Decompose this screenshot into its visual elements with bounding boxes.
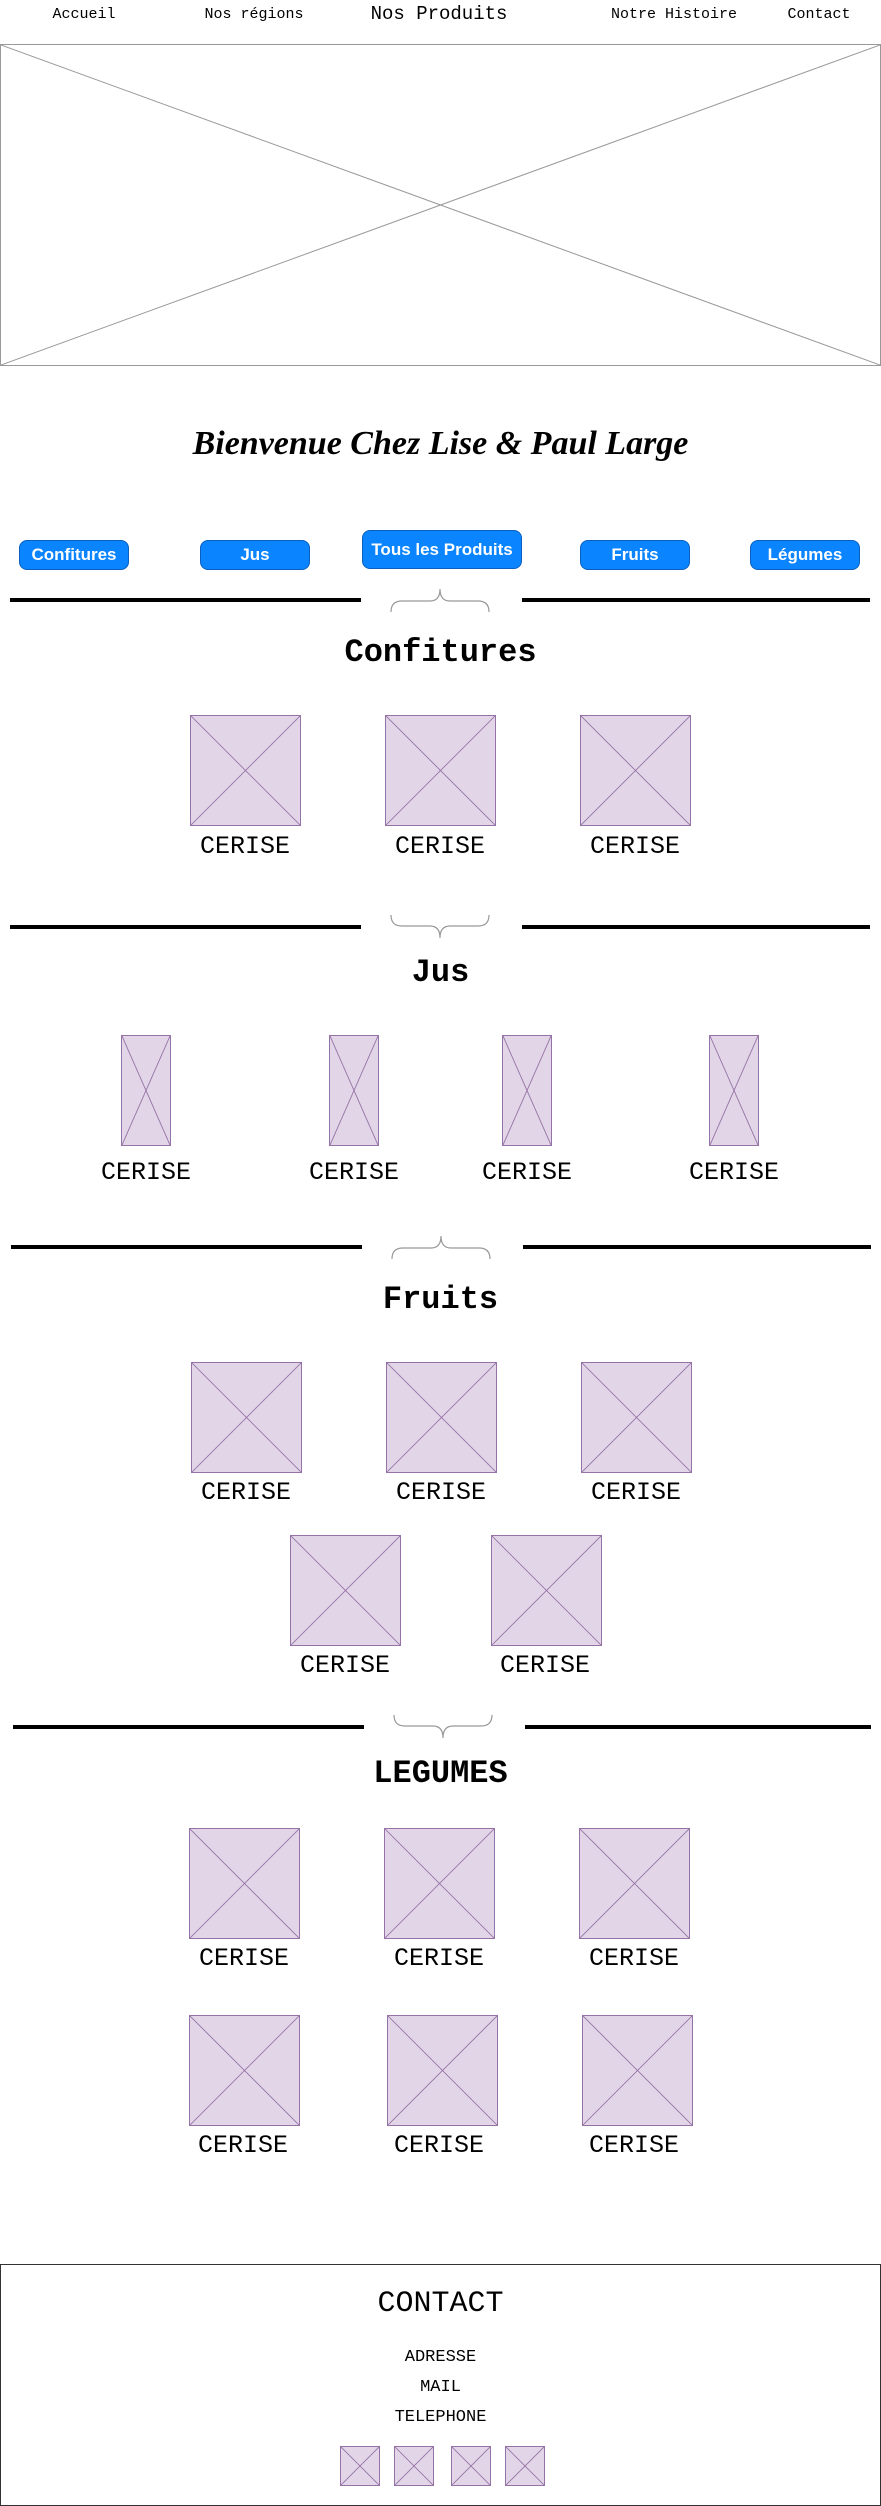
brace-icon <box>390 588 490 613</box>
product-caption: CERISE <box>588 2131 680 2160</box>
product-image-placeholder[interactable] <box>189 1828 300 1939</box>
product-caption: CERISE <box>299 1651 391 1680</box>
product-image-placeholder[interactable] <box>191 1362 302 1473</box>
placeholder-cross-icon <box>1 45 880 365</box>
welcome-heading: Bienvenue Chez Lise & Paul Large <box>192 425 689 462</box>
placeholder-cross-icon <box>503 1036 551 1145</box>
product-caption: CERISE <box>688 1158 780 1187</box>
brace-icon <box>393 1714 493 1739</box>
placeholder-cross-icon <box>386 716 495 825</box>
filter-all-products-button[interactable]: Tous les Produits <box>362 530 522 569</box>
placeholder-cross-icon <box>387 1363 496 1472</box>
placeholder-cross-icon <box>190 1829 299 1938</box>
product-caption: CERISE <box>100 1158 192 1187</box>
filter-fruits-button[interactable]: Fruits <box>580 540 690 570</box>
product-image-placeholder[interactable] <box>582 2015 693 2126</box>
contact-telephone[interactable]: TELEPHONE <box>394 2408 487 2427</box>
placeholder-cross-icon <box>452 2447 490 2485</box>
product-image-placeholder[interactable] <box>502 1035 552 1146</box>
section-divider-line <box>523 1245 871 1249</box>
placeholder-cross-icon <box>506 2447 544 2485</box>
section-title-confitures: Confitures <box>344 634 537 671</box>
section-divider-line <box>10 925 361 929</box>
product-caption: CERISE <box>199 832 291 861</box>
nav-contact[interactable]: Contact <box>787 6 851 23</box>
placeholder-cross-icon <box>190 2016 299 2125</box>
product-image-placeholder[interactable] <box>709 1035 759 1146</box>
contact-address: ADRESSE <box>404 2348 477 2367</box>
section-divider-line <box>13 1725 364 1729</box>
placeholder-cross-icon <box>582 1363 691 1472</box>
filter-legumes-button[interactable]: Légumes <box>750 540 860 570</box>
product-image-placeholder[interactable] <box>384 1828 495 1939</box>
product-image-placeholder[interactable] <box>385 715 496 826</box>
filter-confitures-button[interactable]: Confitures <box>19 540 129 570</box>
product-caption: CERISE <box>200 1478 292 1507</box>
product-caption: CERISE <box>393 2131 485 2160</box>
section-divider-line <box>525 1725 871 1729</box>
product-caption: CERISE <box>198 1944 290 1973</box>
product-caption: CERISE <box>499 1651 591 1680</box>
nav-nos-produits[interactable]: Nos Produits <box>370 3 508 25</box>
placeholder-cross-icon <box>492 1536 601 1645</box>
product-image-placeholder[interactable] <box>581 1362 692 1473</box>
section-divider-line <box>522 598 870 602</box>
product-caption: CERISE <box>588 1944 680 1973</box>
placeholder-cross-icon <box>341 2447 379 2485</box>
section-title-jus: Jus <box>411 954 470 991</box>
placeholder-cross-icon <box>580 1829 689 1938</box>
section-divider-line <box>11 1245 362 1249</box>
product-image-placeholder[interactable] <box>387 2015 498 2126</box>
placeholder-cross-icon <box>581 716 690 825</box>
product-image-placeholder[interactable] <box>121 1035 171 1146</box>
product-caption: CERISE <box>589 832 681 861</box>
placeholder-cross-icon <box>191 716 300 825</box>
placeholder-cross-icon <box>192 1363 301 1472</box>
placeholder-cross-icon <box>583 2016 692 2125</box>
filter-jus-button[interactable]: Jus <box>200 540 310 570</box>
placeholder-cross-icon <box>122 1036 170 1145</box>
placeholder-cross-icon <box>388 2016 497 2125</box>
section-title-legumes: LEGUMES <box>373 1755 508 1792</box>
placeholder-cross-icon <box>395 2447 433 2485</box>
social-icon-placeholder[interactable] <box>505 2446 545 2486</box>
product-caption: CERISE <box>481 1158 573 1187</box>
product-image-placeholder[interactable] <box>329 1035 379 1146</box>
brace-icon <box>391 1235 491 1260</box>
section-divider-line <box>10 598 361 602</box>
section-divider-line <box>522 925 870 929</box>
product-caption: CERISE <box>590 1478 682 1507</box>
product-image-placeholder[interactable] <box>290 1535 401 1646</box>
contact-footer: CONTACT ADRESSE MAIL TELEPHONE <box>0 2264 881 2506</box>
nav-accueil[interactable]: Accueil <box>52 6 116 23</box>
product-image-placeholder[interactable] <box>189 2015 300 2126</box>
product-image-placeholder[interactable] <box>190 715 301 826</box>
contact-mail[interactable]: MAIL <box>420 2378 461 2397</box>
placeholder-cross-icon <box>710 1036 758 1145</box>
product-caption: CERISE <box>393 1944 485 1973</box>
product-caption: CERISE <box>395 1478 487 1507</box>
social-icon-placeholder[interactable] <box>340 2446 380 2486</box>
contact-title: CONTACT <box>377 2287 504 2321</box>
social-icon-placeholder[interactable] <box>451 2446 491 2486</box>
section-title-fruits: Fruits <box>382 1281 499 1318</box>
product-caption: CERISE <box>394 832 486 861</box>
placeholder-cross-icon <box>291 1536 400 1645</box>
placeholder-cross-icon <box>330 1036 378 1145</box>
placeholder-cross-icon <box>385 1829 494 1938</box>
brace-icon <box>390 914 490 939</box>
social-icon-placeholder[interactable] <box>394 2446 434 2486</box>
product-image-placeholder[interactable] <box>491 1535 602 1646</box>
product-image-placeholder[interactable] <box>386 1362 497 1473</box>
hero-image-placeholder <box>0 44 881 366</box>
product-caption: CERISE <box>308 1158 400 1187</box>
product-caption: CERISE <box>197 2131 289 2160</box>
nav-nos-regions[interactable]: Nos régions <box>204 6 304 23</box>
nav-notre-histoire[interactable]: Notre Histoire <box>610 6 738 23</box>
product-image-placeholder[interactable] <box>580 715 691 826</box>
product-image-placeholder[interactable] <box>579 1828 690 1939</box>
